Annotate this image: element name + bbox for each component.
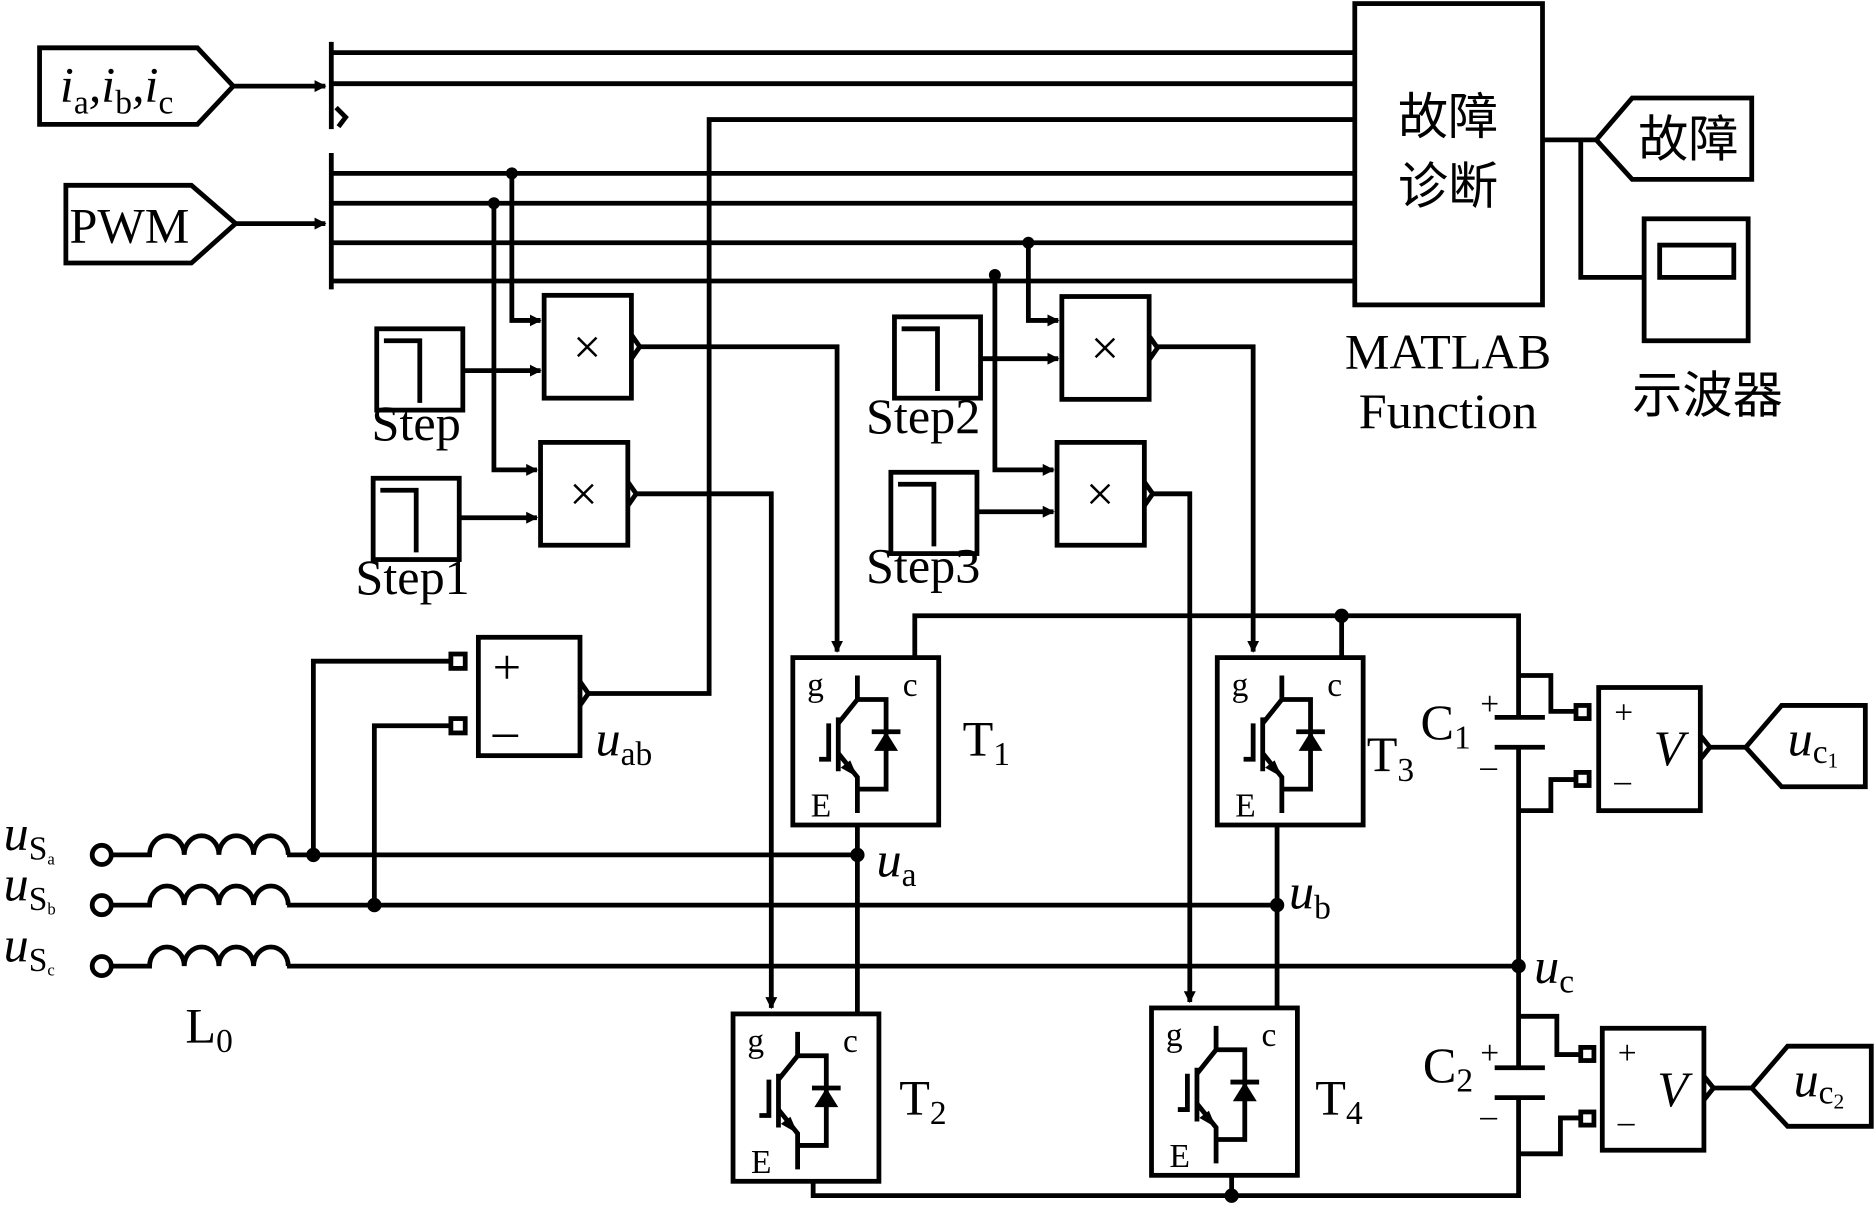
svg-text:V: V <box>1654 720 1690 776</box>
voltage-measurement-1[interactable]: + V – <box>1573 685 1713 814</box>
svg-text:E: E <box>751 1144 771 1181</box>
junction-dots <box>306 167 1526 1203</box>
capacitor-label-c1: C1 <box>1421 694 1471 757</box>
svg-text:c: c <box>1327 667 1342 704</box>
matlab-function-caption-2: Function <box>1359 383 1538 439</box>
svg-text:E: E <box>1169 1138 1189 1175</box>
capacitor-c2[interactable]: + – <box>1479 1035 1545 1134</box>
igbt-t2[interactable]: g cE <box>730 1011 882 1184</box>
svg-text:+: + <box>493 639 521 695</box>
igbt-t4[interactable]: g cE <box>1149 1005 1300 1178</box>
svg-text:g: g <box>1232 667 1249 704</box>
svg-text:–: – <box>1613 763 1631 800</box>
svg-text:PWM: PWM <box>69 198 189 254</box>
input-port-minus <box>448 716 468 736</box>
svg-text:ia,ib,ic: ia,ib,ic <box>60 57 173 122</box>
step-block-3[interactable] <box>888 469 980 556</box>
step-block-2[interactable] <box>892 314 983 401</box>
voltage-measurement-2[interactable]: + V – <box>1578 1025 1717 1153</box>
source-label: uSc <box>4 916 55 979</box>
igbt-symbol-icon <box>1177 1025 1260 1164</box>
capacitor-label-c2: C2 <box>1423 1037 1473 1100</box>
capacitor-c1[interactable]: + – <box>1479 686 1545 785</box>
svg-text:c: c <box>903 667 918 704</box>
matlab-function-block[interactable]: 故障 诊断 <box>1352 1 1545 308</box>
svg-text:E: E <box>1235 788 1255 825</box>
svg-text:g: g <box>1166 1017 1183 1054</box>
igbt-label: T3 <box>1367 726 1414 789</box>
svg-text:+: + <box>1614 694 1633 731</box>
source-label: uSa <box>4 805 56 868</box>
step-label: Step3 <box>866 537 980 593</box>
from-tag-pwm[interactable]: PWM <box>63 182 240 266</box>
svg-text:–: – <box>1479 1097 1497 1134</box>
matlab-function-caption: MATLAB <box>1345 323 1551 379</box>
svg-text:×: × <box>569 466 597 522</box>
source-terminal-c[interactable] <box>89 944 291 979</box>
svg-text:g: g <box>747 1023 764 1060</box>
product-block-3[interactable]: × <box>1054 440 1156 548</box>
scope-block[interactable] <box>1641 216 1751 344</box>
svg-text:诊断: 诊断 <box>1398 158 1498 214</box>
step-label: Step2 <box>866 388 980 444</box>
from-tag-currents[interactable]: ia,ib,ic <box>37 45 237 127</box>
svg-text:E: E <box>811 788 831 825</box>
svg-text:uc1: uc1 <box>1788 711 1839 773</box>
inductor-icon <box>111 833 291 858</box>
goto-tag-uc2[interactable]: uc2 <box>1748 1043 1874 1129</box>
svg-text:V: V <box>1657 1061 1693 1117</box>
node-label-ub: ub <box>1289 864 1331 927</box>
product-block-0[interactable]: × <box>541 292 643 401</box>
signal-wires <box>233 41 1752 1199</box>
svg-text:–: – <box>492 702 519 758</box>
source-terminal-b[interactable] <box>89 883 291 918</box>
node-label-uc: uc <box>1534 938 1574 1001</box>
step-label: Step <box>372 395 461 451</box>
step-label: Step1 <box>355 549 469 605</box>
svg-text:+: + <box>1480 1035 1499 1072</box>
svg-text:g: g <box>807 667 824 704</box>
igbt-label: T1 <box>963 711 1010 774</box>
step-block-0[interactable] <box>374 326 466 413</box>
node-label-ua: ua <box>877 831 917 894</box>
svg-text:故障: 故障 <box>1398 89 1498 145</box>
svg-text:×: × <box>573 318 601 374</box>
inductor-icon <box>111 883 291 908</box>
svg-text:×: × <box>1091 320 1119 376</box>
igbt-t1[interactable]: g cE <box>790 655 942 828</box>
step-block-1[interactable] <box>370 475 462 562</box>
product-block-1[interactable]: × <box>538 440 640 548</box>
svg-text:+: + <box>1618 1035 1637 1072</box>
igbt-label: T2 <box>899 1069 946 1132</box>
svg-text:c: c <box>1262 1017 1277 1054</box>
inductor-label: L0 <box>185 998 232 1061</box>
svg-text:–: – <box>1479 748 1497 785</box>
igbt-symbol-icon <box>759 1031 841 1170</box>
inductor-icon <box>111 944 291 969</box>
igbt-label: T4 <box>1315 1069 1363 1132</box>
uab-label: uab <box>596 711 653 774</box>
svg-text:c: c <box>843 1023 858 1060</box>
subtract-block[interactable]: + – <box>448 634 592 758</box>
goto-tag-fault[interactable]: 故障 <box>1593 95 1755 182</box>
igbt-t3[interactable]: g cE <box>1214 655 1366 828</box>
svg-text:uc2: uc2 <box>1794 1051 1845 1113</box>
goto-tag-uc1[interactable]: uc1 <box>1742 703 1868 790</box>
svg-text:×: × <box>1086 466 1114 522</box>
scope-label: 示波器 <box>1632 367 1783 423</box>
svg-text:+: + <box>1480 686 1499 723</box>
svg-text:–: – <box>1617 1103 1635 1140</box>
igbt-symbol-icon <box>1243 675 1325 814</box>
igbt-symbol-icon <box>819 675 901 814</box>
product-block-2[interactable]: × <box>1059 294 1161 402</box>
source-terminal-a[interactable] <box>89 833 291 867</box>
source-label: uSb <box>4 855 56 918</box>
scope-icon <box>1657 242 1737 280</box>
input-port-plus <box>448 651 468 671</box>
svg-text:故障: 故障 <box>1638 112 1738 168</box>
